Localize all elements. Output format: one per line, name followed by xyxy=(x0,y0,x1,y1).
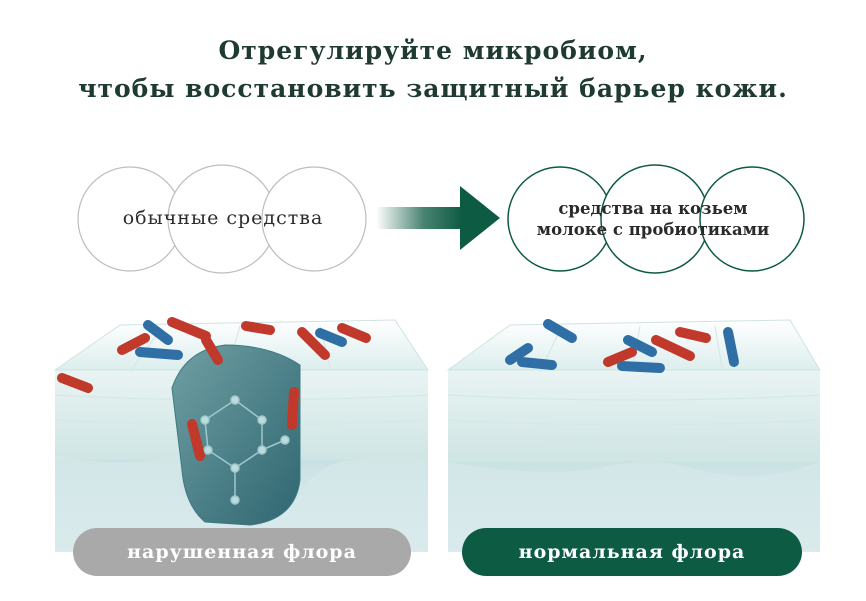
healthy-skin-illustration xyxy=(446,319,821,552)
normal-flora-badge: нормальная флора xyxy=(462,528,802,576)
headline-line-1: Отрегулируйте микробиом, xyxy=(218,36,648,65)
goat-milk-label-line-2: молоке с пробиотиками xyxy=(536,220,770,239)
damaged-skin-illustration xyxy=(53,317,429,552)
arrow-right-icon xyxy=(376,186,500,250)
disrupted-flora-badge: нарушенная флора xyxy=(73,528,411,576)
goat-milk-probiotic-label: средства на козьем молоке с пробиотиками xyxy=(498,198,808,240)
left-bubble-cluster xyxy=(77,164,367,274)
right-bubble-cluster xyxy=(507,164,805,274)
bacteria-cluster-right xyxy=(505,319,739,373)
bacteria-cluster-left xyxy=(57,317,371,461)
regular-products-label: обычные средства xyxy=(122,207,324,229)
headline-line-2: чтобы восстановить защитный барьер кожи. xyxy=(78,74,788,103)
goat-milk-label-line-1: средства на козьем xyxy=(558,199,748,218)
